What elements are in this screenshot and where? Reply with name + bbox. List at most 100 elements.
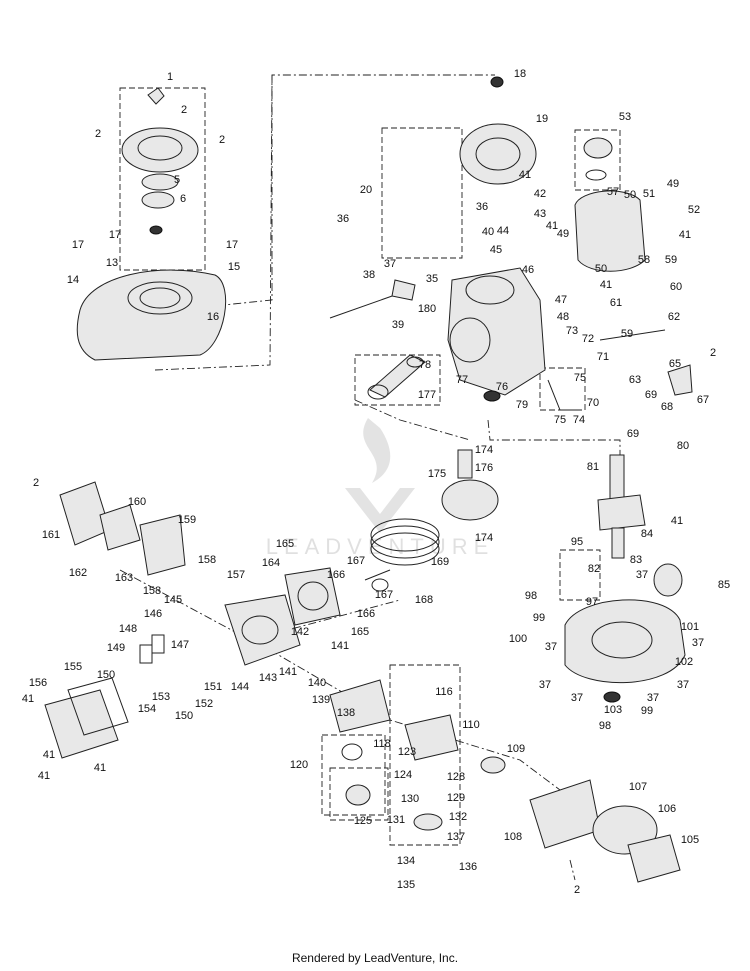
callout-49: 49 xyxy=(667,178,679,190)
rocker-cover xyxy=(44,677,129,759)
callout-105: 105 xyxy=(681,834,699,846)
callout-82: 82 xyxy=(588,563,600,575)
callout-41: 41 xyxy=(22,693,34,705)
callout-77: 77 xyxy=(456,374,468,386)
callout-131: 131 xyxy=(387,814,405,826)
callout-158: 158 xyxy=(198,554,216,566)
callout-129: 129 xyxy=(447,792,465,804)
callout-72: 72 xyxy=(582,333,594,345)
callout-125: 125 xyxy=(354,815,372,827)
callout-70: 70 xyxy=(587,397,599,409)
callout-6: 6 xyxy=(180,193,186,205)
callout-107: 107 xyxy=(629,781,647,793)
callout-135: 135 xyxy=(397,879,415,891)
callout-161: 161 xyxy=(42,529,60,541)
callout-73: 73 xyxy=(566,325,578,337)
exhaust-muffler xyxy=(59,481,186,576)
callout-81: 81 xyxy=(587,461,599,473)
callout-69: 69 xyxy=(645,389,657,401)
callout-41: 41 xyxy=(679,229,691,241)
callout-41: 41 xyxy=(94,762,106,774)
callout-18: 18 xyxy=(514,68,526,80)
callout-5: 5 xyxy=(174,174,180,186)
watermark-text: LEADVENTURE xyxy=(265,534,495,559)
callout-141: 141 xyxy=(331,640,349,652)
callout-168: 168 xyxy=(415,594,433,606)
callout-152: 152 xyxy=(195,698,213,710)
callout-41: 41 xyxy=(600,279,612,291)
leadventure-watermark: LEADVENTURE xyxy=(250,408,510,568)
callout-52: 52 xyxy=(688,204,700,216)
callout-146: 146 xyxy=(144,608,162,620)
callout-165: 165 xyxy=(276,538,294,550)
crankshaft xyxy=(597,454,646,559)
callout-177: 177 xyxy=(418,389,436,401)
callout-132: 132 xyxy=(449,811,467,823)
callout-53: 53 xyxy=(619,111,631,123)
callout-123: 123 xyxy=(398,746,416,758)
callout-16: 16 xyxy=(207,311,219,323)
callout-153: 153 xyxy=(152,691,170,703)
callout-166: 166 xyxy=(357,608,375,620)
callout-48: 48 xyxy=(557,311,569,323)
callout-174: 174 xyxy=(475,444,493,456)
callout-110: 110 xyxy=(462,719,480,731)
callout-41: 41 xyxy=(43,749,55,761)
callout-49: 49 xyxy=(557,228,569,240)
callout-160: 160 xyxy=(128,496,146,508)
callout-41: 41 xyxy=(671,515,683,527)
callout-42: 42 xyxy=(534,188,546,200)
callout-102: 102 xyxy=(675,656,693,668)
callout-163: 163 xyxy=(115,572,133,584)
callout-51: 51 xyxy=(643,188,655,200)
air-cleaner xyxy=(329,679,681,883)
callout-83: 83 xyxy=(630,554,642,566)
callout-116: 116 xyxy=(435,686,453,698)
callout-150: 150 xyxy=(97,669,115,681)
throttle-linkage xyxy=(329,279,693,411)
callout-63: 63 xyxy=(629,374,641,386)
callout-138: 138 xyxy=(337,707,355,719)
group-boxes xyxy=(119,87,621,846)
callout-1: 1 xyxy=(167,71,173,83)
callout-84: 84 xyxy=(641,528,653,540)
callout-151: 151 xyxy=(204,681,222,693)
callout-2: 2 xyxy=(33,477,39,489)
callout-97: 97 xyxy=(586,596,598,608)
callout-36: 36 xyxy=(337,213,349,225)
callout-136: 136 xyxy=(459,861,477,873)
callout-144: 144 xyxy=(231,681,249,693)
carburetor xyxy=(341,714,459,831)
callout-65: 65 xyxy=(669,358,681,370)
callout-141: 141 xyxy=(279,666,297,678)
fuel-tank xyxy=(574,137,646,272)
callout-46: 46 xyxy=(522,264,534,276)
callout-98: 98 xyxy=(599,720,611,732)
callout-137: 137 xyxy=(447,831,465,843)
callout-156: 156 xyxy=(29,677,47,689)
callout-36: 36 xyxy=(476,201,488,213)
callout-167: 167 xyxy=(347,555,365,567)
callout-100: 100 xyxy=(509,633,527,645)
callout-98: 98 xyxy=(525,590,537,602)
callout-154: 154 xyxy=(138,703,156,715)
callout-134: 134 xyxy=(397,855,415,867)
callout-79: 79 xyxy=(516,399,528,411)
callout-19: 19 xyxy=(536,113,548,125)
callout-159: 159 xyxy=(178,514,196,526)
callout-75: 75 xyxy=(574,372,586,384)
callout-150: 150 xyxy=(175,710,193,722)
callout-157: 157 xyxy=(227,569,245,581)
cylinder-head xyxy=(224,567,341,666)
callout-2: 2 xyxy=(219,134,225,146)
callout-2: 2 xyxy=(574,884,580,896)
callout-2: 2 xyxy=(181,104,187,116)
flywheel xyxy=(459,76,537,185)
callout-37: 37 xyxy=(539,679,551,691)
callout-71: 71 xyxy=(597,351,609,363)
callout-62: 62 xyxy=(668,311,680,323)
callout-17: 17 xyxy=(109,229,121,241)
